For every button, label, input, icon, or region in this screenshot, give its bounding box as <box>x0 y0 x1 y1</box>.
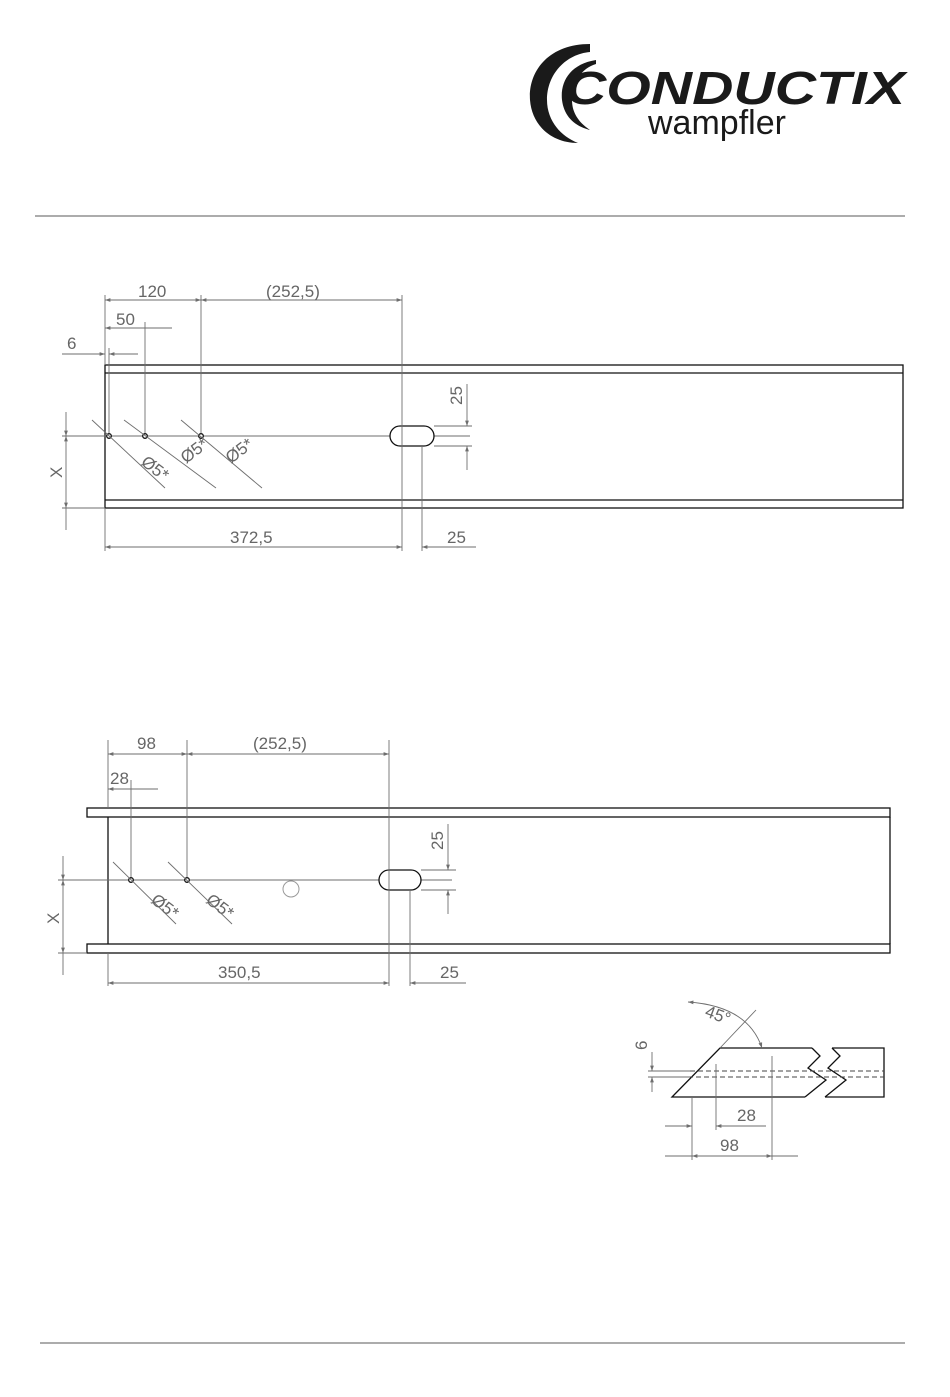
dim-252-2: (252,5) <box>253 734 307 753</box>
dim-98-detail: 98 <box>720 1136 739 1155</box>
dim-350: 350,5 <box>218 963 261 982</box>
hole-label-1: Ø5* <box>138 452 173 485</box>
slot-hole <box>390 426 434 446</box>
profile-top-flange <box>87 808 890 817</box>
dim-x-1: X <box>47 467 66 478</box>
drawing-1: Ø5* Ø5* Ø5* 120 (252,5) 50 6 25 <box>47 282 903 551</box>
dim-120: 120 <box>138 282 166 301</box>
dim-252-1: (252,5) <box>266 282 320 301</box>
dim-6-detail: 6 <box>632 1041 651 1050</box>
dim-28-detail: 28 <box>737 1106 756 1125</box>
dim-25-height: 25 <box>447 386 466 405</box>
profile-outline <box>105 365 903 508</box>
dim-50: 50 <box>116 310 135 329</box>
dim-372: 372,5 <box>230 528 273 547</box>
hole-label-2: Ø5* <box>177 434 212 467</box>
reference-circle <box>283 881 299 897</box>
angle-45: 45° <box>703 1002 734 1029</box>
dim-28: 28 <box>110 769 129 788</box>
drawing-2: Ø5* Ø5* 98 (252,5) 28 25 X 350,5 <box>44 734 890 986</box>
detail-outline <box>672 1048 812 1097</box>
dim-25-height: 25 <box>428 831 447 850</box>
hole-label-2: Ø5* <box>203 890 238 923</box>
dim-25-width: 25 <box>447 528 466 547</box>
detail-view: 45° 6 28 98 <box>632 1002 884 1160</box>
conductix-logo: CONDUCTIX wampfler <box>530 44 908 143</box>
dim-6: 6 <box>67 334 76 353</box>
dim-98: 98 <box>137 734 156 753</box>
dim-25-width: 25 <box>440 963 459 982</box>
detail-break-2 <box>825 1048 846 1097</box>
logo-sub: wampfler <box>647 104 786 142</box>
detail-break-1 <box>805 1048 826 1097</box>
hole-label-3: Ø5* <box>222 434 257 467</box>
profile-bottom-flange <box>87 944 890 953</box>
hole-label-1: Ø5* <box>148 890 183 923</box>
slot-hole <box>379 870 421 890</box>
dim-x-2: X <box>44 913 63 924</box>
